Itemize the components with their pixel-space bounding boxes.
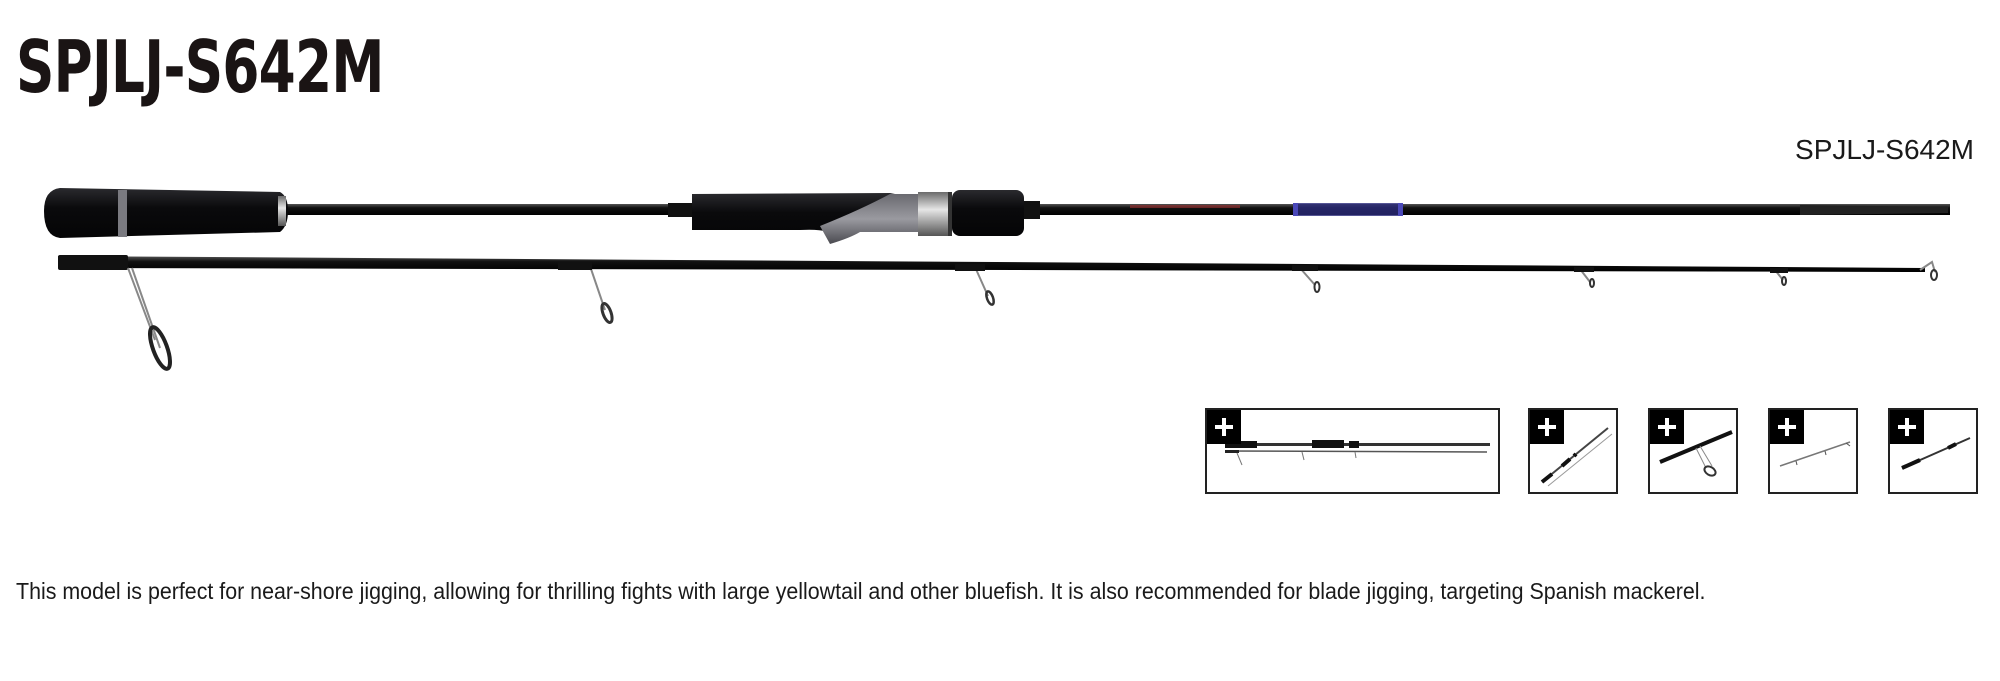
full-rod-thumbnail-icon: [1224, 440, 1490, 466]
butt-section: [44, 188, 1950, 244]
thumbnail-butt-guide[interactable]: [1648, 408, 1738, 494]
plus-icon: [1530, 410, 1564, 444]
plus-icon: [1207, 410, 1241, 444]
guide-closeup-thumbnail-icon: [1659, 430, 1733, 477]
plus-icon: [1650, 410, 1684, 444]
thumbnail-handle-section[interactable]: [1888, 408, 1978, 494]
plus-icon: [1770, 410, 1804, 444]
thumbnail-strip: [0, 408, 2000, 498]
product-description: This model is perfect for near-shore jig…: [16, 578, 1706, 604]
plus-icon: [1890, 410, 1924, 444]
page-title: SPJLJ-S642M: [16, 25, 384, 109]
diagonal-rod-thumbnail-icon: [1540, 427, 1613, 487]
thumbnail-full-rod[interactable]: [1205, 408, 1500, 494]
thumbnail-tip-section[interactable]: [1768, 408, 1858, 494]
tip-section: [58, 255, 1938, 371]
thumbnail-rod-diagonal[interactable]: [1528, 408, 1618, 494]
tip-thumbnail-icon: [1779, 441, 1851, 467]
handle-thumbnail-icon: [1901, 437, 1971, 470]
fishing-rod-image: [44, 188, 1950, 371]
model-label: SPJLJ-S642M: [1795, 134, 1974, 165]
